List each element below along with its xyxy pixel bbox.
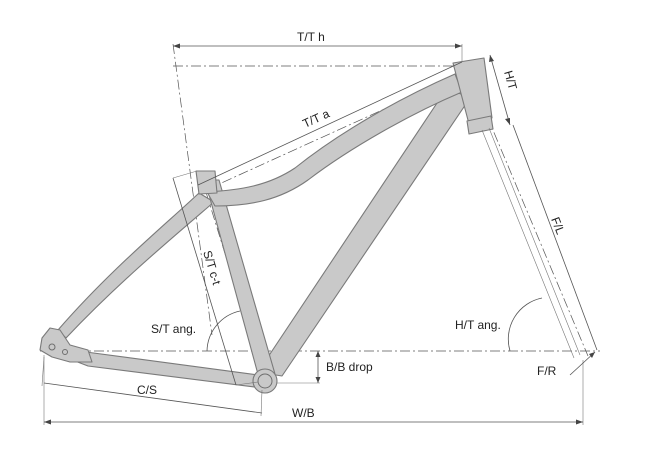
dim-tt-a [197,61,463,186]
st-angle-arc [206,310,241,352]
label-bb-drop: B/B drop [326,360,373,374]
dimension-lines [41,43,598,425]
dim-ht-arrow-top [489,55,494,62]
dim-wb-arrow-left [44,419,51,425]
label-tt-h: T/T h [297,30,325,44]
dim-cs-ext-right [260,389,263,417]
tt-h-ext-left [172,43,213,336]
dim-tt-h-arrow-right [455,43,462,49]
seat-stay [57,192,215,339]
label-ht: H/T [501,69,520,92]
dim-ht [489,54,511,126]
dim-st-ct-ext-top [172,170,198,179]
label-st-ang: S/T ang. [151,322,196,336]
head-tube-lower-cup [466,115,494,135]
dim-ht-arrow-bottom [505,118,510,125]
dropout-bolt [62,349,68,355]
ht-angle-arc [507,297,543,352]
seat-collar [195,170,218,195]
label-cs: C/S [137,383,157,397]
fork-leg-front [488,127,581,356]
label-fr: F/R [537,364,557,378]
fork-outline [481,127,581,359]
fork-leg-rear [481,129,575,359]
label-tt-a: T/T a [300,106,331,130]
dimension-labels: T/T h H/T T/T a F/L S/T c-t S/T ang. H/T… [137,30,568,420]
dropout-hole [48,343,56,351]
label-ht-ang: H/T ang. [455,318,501,332]
dim-cs [43,382,263,414]
bottom-bracket-shell [252,368,278,394]
dim-wb-arrow-right [576,419,583,425]
dim-bb-drop-arrow-bottom [315,377,321,383]
dim-bb-drop-arrow-top [315,351,321,357]
dim-fr-arrow [589,352,595,358]
head-tube [452,57,493,125]
rear-dropout [39,327,93,363]
steering-axis-line [465,65,589,357]
label-st-ct: S/T c-t [200,249,224,287]
dim-tt-h-arrow-left [173,43,180,49]
bike-frame [39,57,494,394]
dim-st-ct [172,177,237,386]
label-fl: F/L [548,215,567,237]
label-wb: W/B [292,406,315,420]
dim-cs-ext-left [41,356,45,387]
dim-fl [512,124,598,351]
chain-stay [59,344,263,389]
bottom-bracket-inner [257,373,273,389]
dim-st-ct-ext-bottom [235,381,259,386]
